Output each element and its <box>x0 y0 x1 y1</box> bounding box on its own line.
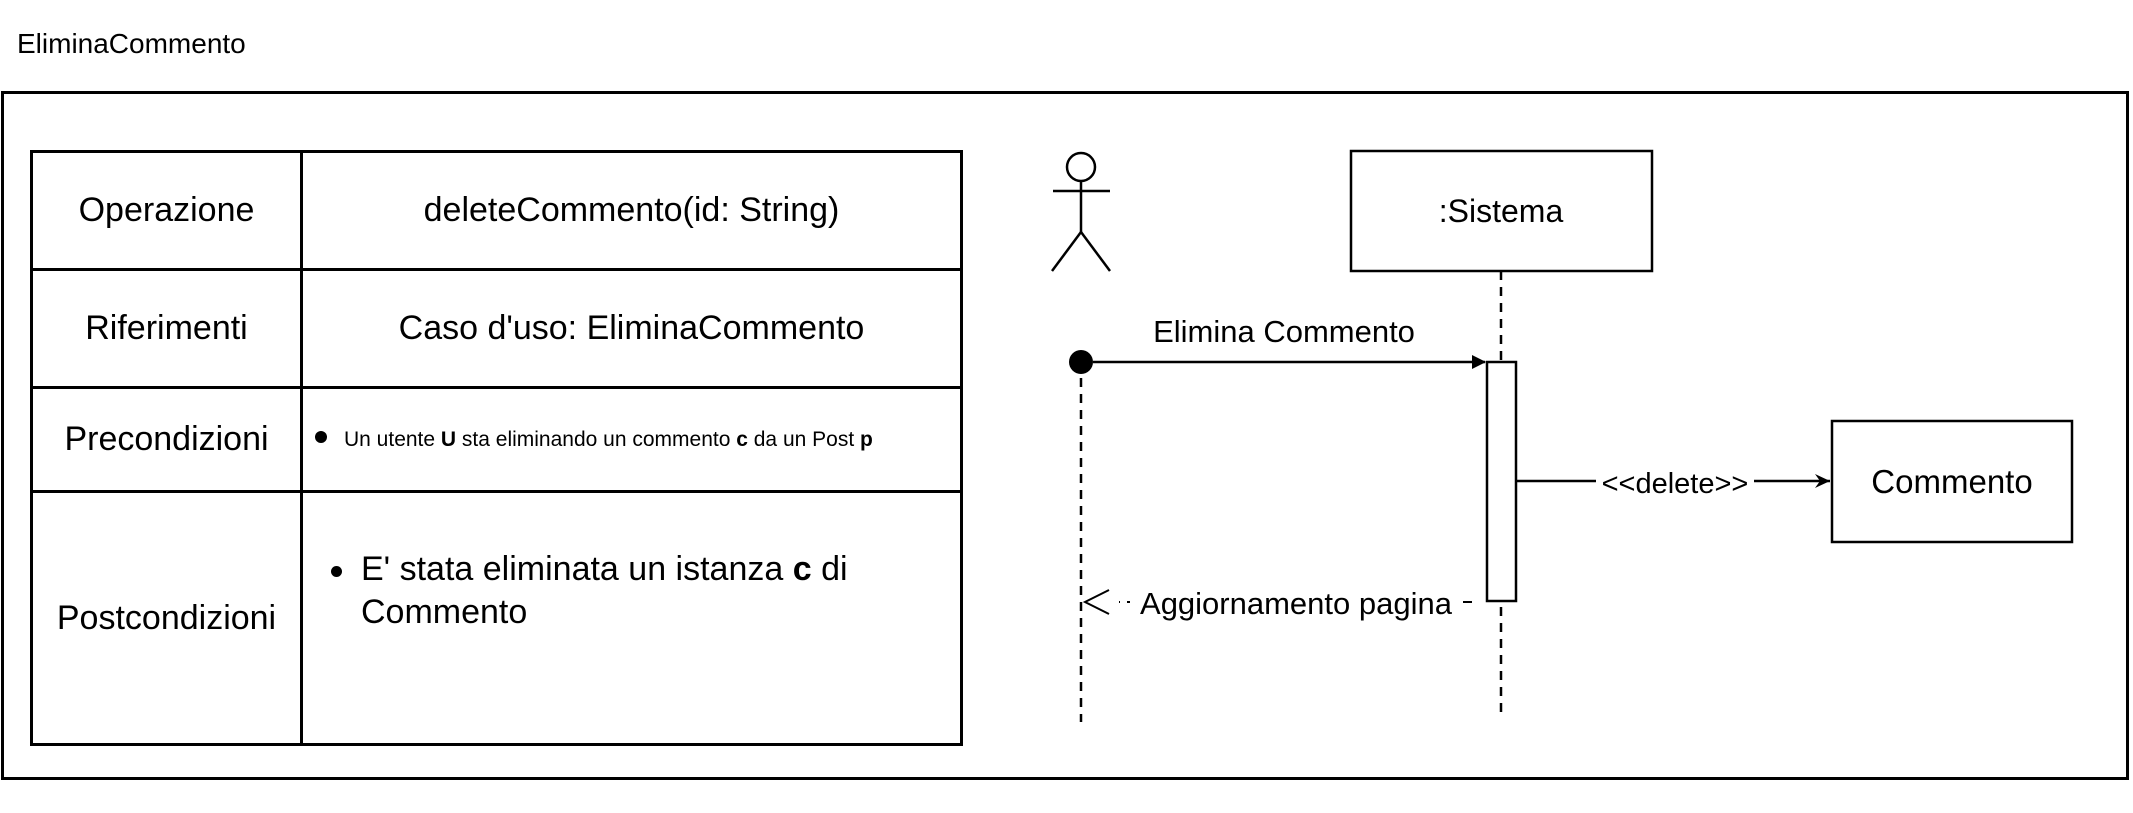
postcondition-item: E' stata eliminata un istanza c di Comme… <box>303 548 960 688</box>
precondition-bold: p <box>860 427 873 451</box>
table-row: Precondizioni Un utente U sta eliminando… <box>30 386 963 493</box>
operation-label: Operazione <box>30 150 303 271</box>
postcondition-bold: c <box>792 550 812 588</box>
precondition-bold: c <box>736 427 748 451</box>
target-object-box <box>1830 419 2074 544</box>
references-value: Caso d'uso: EliminaCommento <box>300 268 963 389</box>
delete-message-label: <<delete>> <box>1602 468 1749 500</box>
preconditions-value: Un utente U sta eliminando un commento c… <box>300 386 963 493</box>
actor-icon <box>1050 151 1112 272</box>
delete-label-bg <box>1596 466 1754 498</box>
table-row: Riferimenti Caso d'uso: EliminaCommento <box>30 268 963 389</box>
references-label: Riferimenti <box>30 268 303 389</box>
return-message-label: Aggiornamento pagina <box>1140 586 1453 621</box>
diagram-frame <box>1 91 2129 780</box>
postconditions-value: E' stata eliminata un istanza c di Comme… <box>300 490 963 746</box>
target-object-label: Commento <box>1871 463 2032 500</box>
bullet-icon <box>315 430 327 443</box>
precondition-text: sta eliminando un commento <box>456 427 737 451</box>
operation-contract-table: Operazione deleteCommento(id: String) Ri… <box>30 150 963 746</box>
postcondition-text-block: E' stata eliminata un istanza c di Comme… <box>361 548 921 634</box>
system-lifeline-label: :Sistema <box>1439 193 1564 229</box>
activation-bar <box>1485 360 1518 603</box>
table-row: Operazione deleteCommento(id: String) <box>30 150 963 271</box>
bullet-icon <box>331 566 342 577</box>
precondition-item: Un utente U sta eliminando un commento c… <box>303 428 960 452</box>
precondition-text: da un Post <box>747 427 860 451</box>
precondition-text: Un utente <box>344 427 441 451</box>
return-label-bg <box>1130 584 1462 620</box>
postcondition-text: E' stata eliminata un istanza <box>361 550 793 588</box>
table-row: Postcondizioni E' stata eliminata un ist… <box>30 490 963 746</box>
frame-title: EliminaCommento <box>17 28 246 59</box>
precondition-bold: U <box>440 427 457 451</box>
found-message-start <box>1069 350 1093 374</box>
call-message-label: Elimina Commento <box>1153 314 1415 349</box>
preconditions-label: Precondizioni <box>30 386 303 493</box>
postconditions-label: Postcondizioni <box>30 490 303 746</box>
system-lifeline-box <box>1349 149 1654 273</box>
postcondition-text: di Commento <box>361 550 848 631</box>
return-arrowhead <box>1082 589 1110 615</box>
operation-value: deleteCommento(id: String) <box>300 150 963 271</box>
